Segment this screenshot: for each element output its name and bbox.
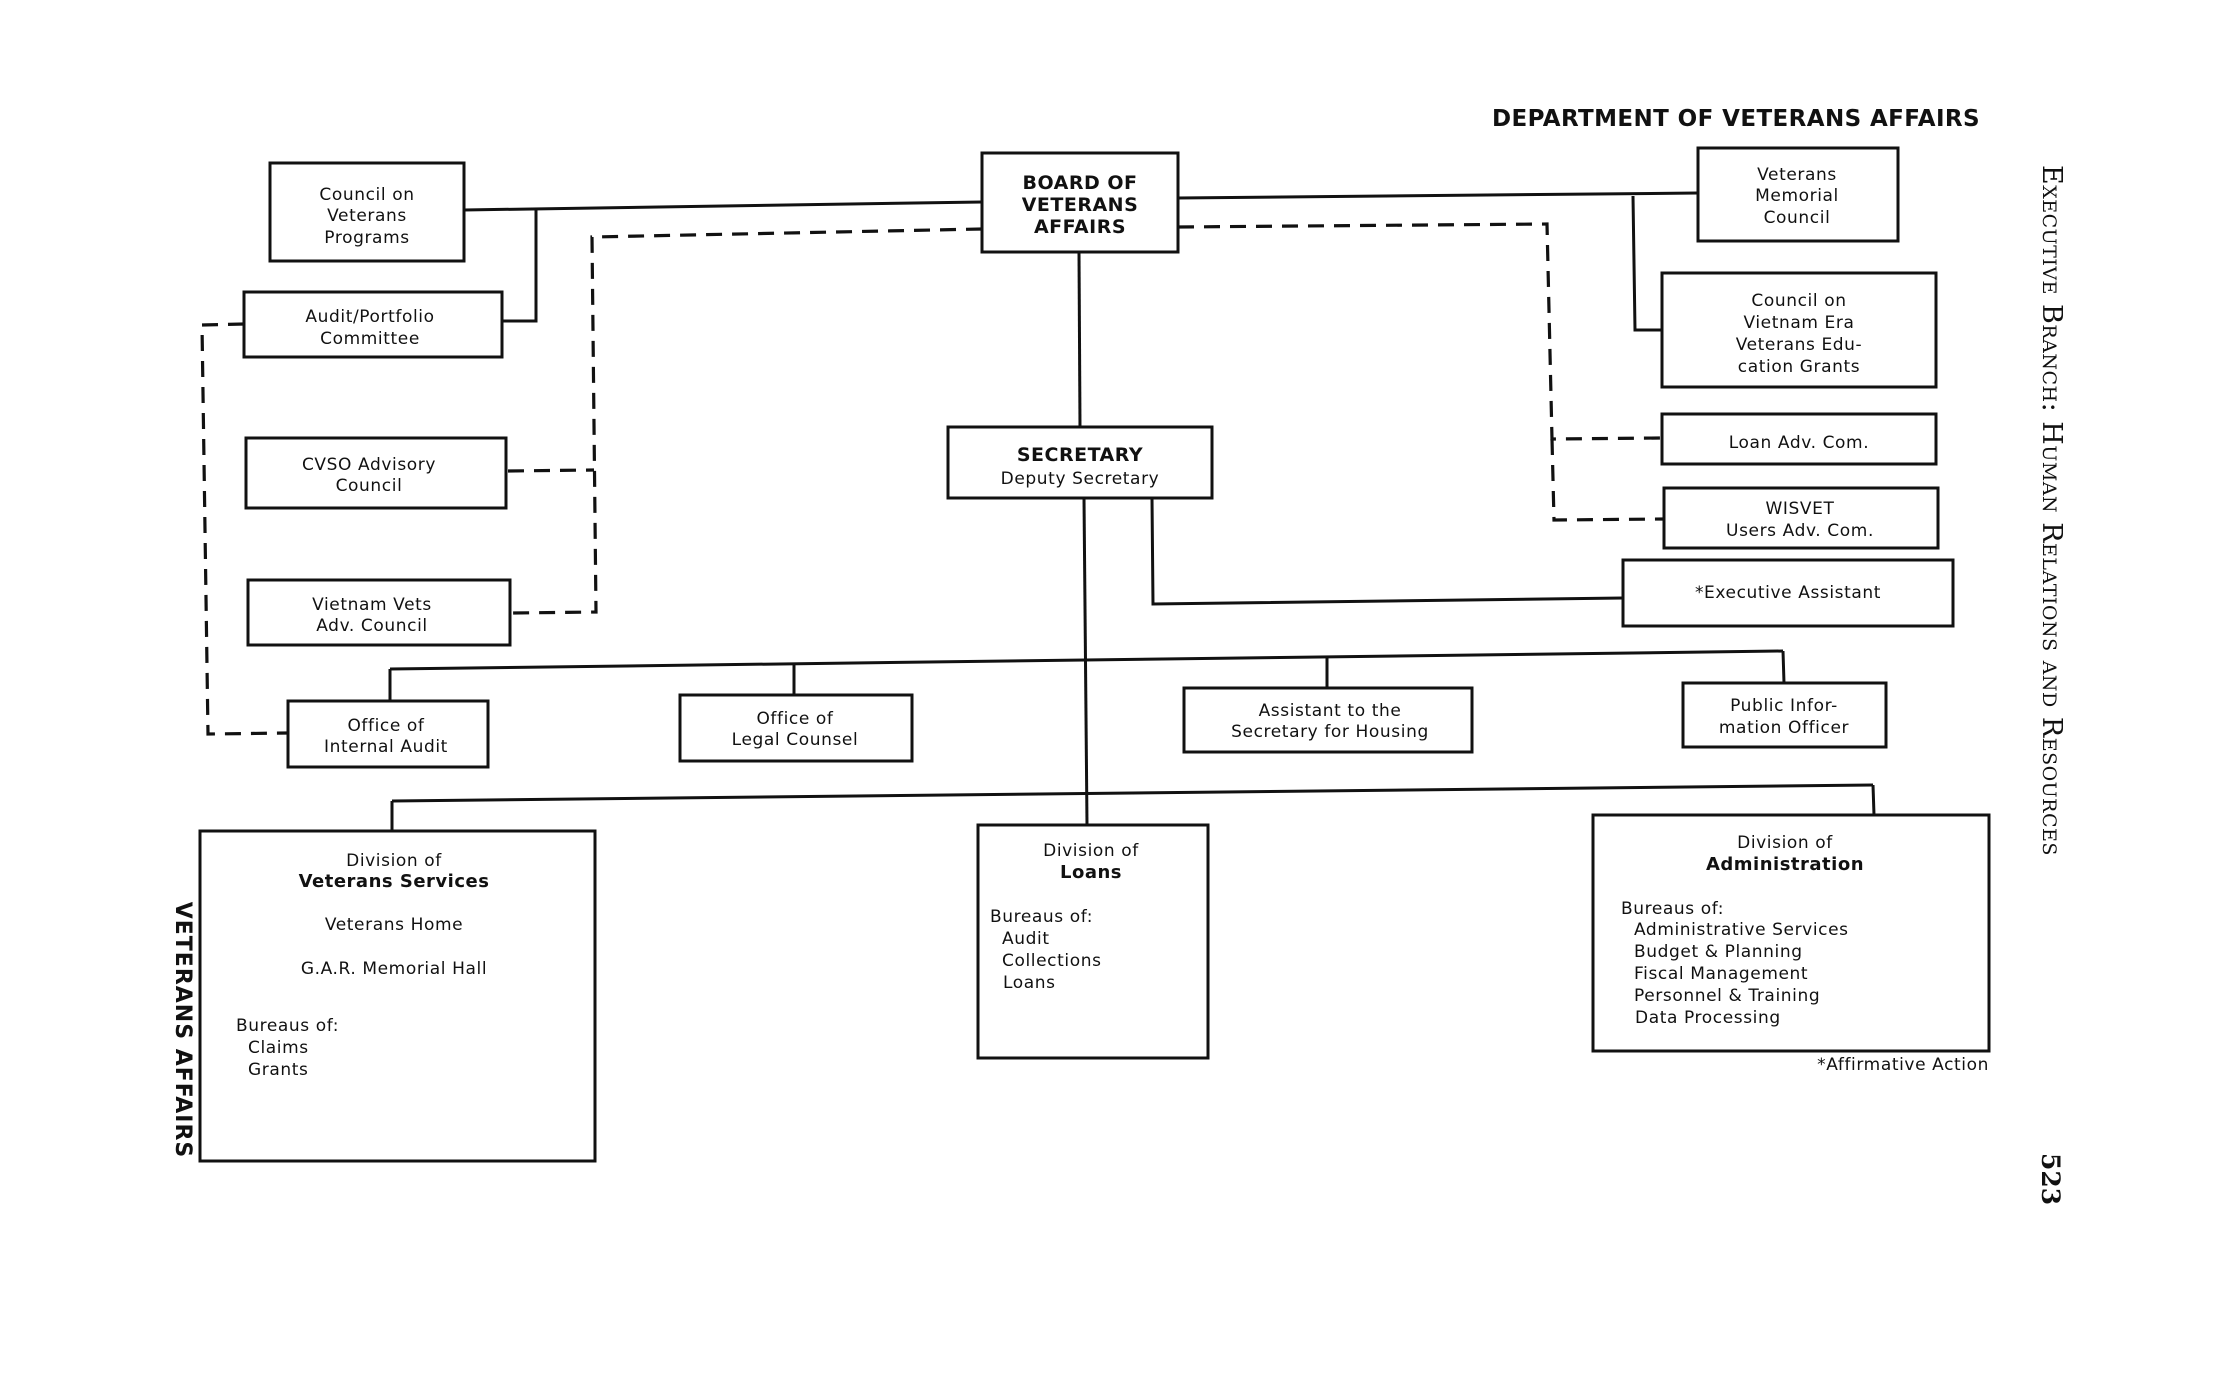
vietnam-era-line-1: Council on xyxy=(1751,291,1846,311)
div-loans-bureau-2: Collections xyxy=(1002,951,1102,971)
board-line-1: BOARD OF xyxy=(1023,172,1138,194)
div-admin-bureau-1: Administrative Services xyxy=(1634,920,1849,940)
node-loan-advisory-committee[interactable]: Loan Adv. Com. xyxy=(1660,412,1938,466)
memorial-line-1: Veterans xyxy=(1757,165,1837,185)
node-division-veterans-services[interactable]: Division of Veterans Services Veterans H… xyxy=(198,829,597,1163)
div-vs-unit-2: G.A.R. Memorial Hall xyxy=(301,959,487,979)
connector-vietnam-era xyxy=(1631,195,1662,332)
div-vs-bureau-1: Claims xyxy=(248,1038,309,1058)
housing-line-1: Assistant to the xyxy=(1259,701,1402,721)
dashed-connectors xyxy=(200,222,1665,736)
div-vs-unit-1: Veterans Home xyxy=(325,915,463,935)
secretary-subtitle: Deputy Secretary xyxy=(1001,469,1160,489)
dashed-audit-loop xyxy=(200,322,289,736)
secretary-title: SECRETARY xyxy=(1017,444,1143,466)
connector-exec-assistant xyxy=(1150,497,1624,606)
board-line-3: AFFAIRS xyxy=(1034,216,1126,238)
memorial-line-3: Council xyxy=(1764,208,1831,228)
connector-council-board xyxy=(463,200,983,212)
connector-office-bar xyxy=(389,649,1784,671)
node-council-veterans-programs[interactable]: Council on Veterans Programs xyxy=(268,161,466,263)
div-loans-bureaus-label: Bureaus of: xyxy=(990,907,1093,927)
div-admin-bureau-4: Personnel & Training xyxy=(1634,986,1820,1006)
connector-board-secretary xyxy=(1077,251,1082,428)
loan-adv-line-1: Loan Adv. Com. xyxy=(1729,433,1869,453)
vietnam-era-line-2: Vietnam Era xyxy=(1743,313,1854,333)
div-admin-heading: Division of xyxy=(1737,833,1833,853)
node-division-administration[interactable]: Division of Administration Bureaus of: A… xyxy=(1591,813,1991,1053)
vietnam-era-line-3: Veterans Edu- xyxy=(1736,335,1863,355)
div-admin-bureau-2: Budget & Planning xyxy=(1634,942,1803,962)
dashed-wisvet xyxy=(1550,438,1665,522)
div-vs-bureaus-label: Bureaus of: xyxy=(236,1016,339,1036)
connector-board-memorial xyxy=(1177,191,1699,200)
div-loans-bureau-1: Audit xyxy=(1002,929,1050,949)
legal-counsel-line-1: Office of xyxy=(756,709,833,729)
wisvet-line-1: WISVET xyxy=(1766,499,1835,519)
public-info-line-2: mation Officer xyxy=(1719,718,1849,738)
div-loans-name: Loans xyxy=(1060,862,1122,883)
audit-portfolio-line-2: Committee xyxy=(320,329,420,349)
node-housing-assistant[interactable]: Assistant to the Secretary for Housing xyxy=(1182,686,1474,754)
dashed-board-right xyxy=(1177,222,1662,441)
exec-assistant-label: *Executive Assistant xyxy=(1695,583,1881,603)
node-office-legal-counsel[interactable]: Office of Legal Counsel xyxy=(678,693,914,763)
div-loans-bureau-3: Loans xyxy=(1003,973,1056,993)
node-secretary[interactable]: SECRETARY Deputy Secretary xyxy=(946,425,1214,500)
connector-public-info xyxy=(1781,650,1786,684)
node-office-internal-audit[interactable]: Office of Internal Audit xyxy=(286,699,490,769)
div-admin-bureau-5: Data Processing xyxy=(1635,1008,1781,1028)
node-audit-portfolio-committee[interactable]: Audit/Portfolio Committee xyxy=(242,290,504,359)
running-header-text: Executive Branch: Human Relations and Re… xyxy=(2036,165,2067,856)
audit-portfolio-line-1: Audit/Portfolio xyxy=(305,307,434,327)
connector-audit-portfolio xyxy=(502,210,538,323)
div-loans-heading: Division of xyxy=(1043,841,1139,861)
node-veterans-memorial-council[interactable]: Veterans Memorial Council xyxy=(1696,146,1900,243)
node-board[interactable]: BOARD OF VETERANS AFFAIRS xyxy=(980,151,1180,254)
wisvet-line-2: Users Adv. Com. xyxy=(1726,521,1874,541)
cvso-line-2: Council xyxy=(336,476,403,496)
dashed-board-left xyxy=(511,227,983,615)
node-public-information-officer[interactable]: Public Infor- mation Officer xyxy=(1681,681,1888,749)
node-vietnam-vets-council[interactable]: Vietnam Vets Adv. Council xyxy=(246,578,512,647)
internal-audit-line-2: Internal Audit xyxy=(324,737,448,757)
running-header: Executive Branch: Human Relations and Re… xyxy=(2036,165,2067,856)
legal-counsel-line-2: Legal Counsel xyxy=(732,730,859,750)
node-division-loans[interactable]: Division of Loans Bureaus of: Audit Coll… xyxy=(976,823,1210,1060)
footnote-affirmative-action: *Affirmative Action xyxy=(1817,1055,1989,1075)
housing-line-2: Secretary for Housing xyxy=(1231,722,1429,742)
memorial-line-2: Memorial xyxy=(1755,186,1839,206)
public-info-line-1: Public Infor- xyxy=(1730,696,1838,716)
dashed-cvso xyxy=(507,468,595,473)
page-number: 523 xyxy=(2036,1153,2065,1205)
council-vp-line-2: Veterans xyxy=(327,206,407,226)
board-line-2: VETERANS xyxy=(1022,194,1139,216)
vietnam-vets-line-2: Adv. Council xyxy=(316,616,427,636)
page-title: DEPARTMENT OF VETERANS AFFAIRS xyxy=(1492,106,1980,132)
div-vs-bureau-2: Grants xyxy=(248,1060,308,1080)
side-label-veterans-affairs: VETERANS AFFAIRS xyxy=(170,902,195,1159)
vietnam-era-line-4: cation Grants xyxy=(1738,357,1860,377)
council-vp-line-3: Programs xyxy=(324,228,409,248)
node-wisvet-committee[interactable]: WISVET Users Adv. Com. xyxy=(1662,486,1940,550)
div-admin-name: Administration xyxy=(1706,854,1864,875)
vietnam-vets-line-1: Vietnam Vets xyxy=(312,595,432,615)
div-admin-bureau-3: Fiscal Management xyxy=(1634,964,1808,984)
internal-audit-line-1: Office of xyxy=(347,716,424,736)
div-admin-bureaus-label: Bureaus of: xyxy=(1621,899,1724,919)
solid-connectors xyxy=(388,191,1876,831)
connector-division-bar xyxy=(391,783,1874,803)
node-cvso-advisory-council[interactable]: CVSO Advisory Council xyxy=(244,436,508,510)
council-vp-line-1: Council on xyxy=(319,185,414,205)
node-executive-assistant[interactable]: *Executive Assistant xyxy=(1621,558,1955,628)
node-vietnam-era-council[interactable]: Council on Vietnam Era Veterans Edu- cat… xyxy=(1660,271,1938,389)
div-vs-name: Veterans Services xyxy=(299,871,490,892)
cvso-line-1: CVSO Advisory xyxy=(302,455,436,475)
div-vs-heading: Division of xyxy=(346,851,442,871)
connector-div-admin xyxy=(1871,784,1876,816)
